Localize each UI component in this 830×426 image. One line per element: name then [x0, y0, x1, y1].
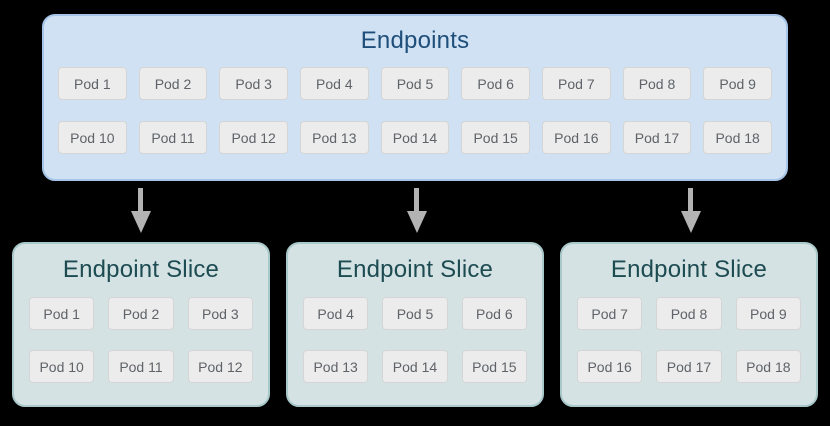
- pod-box: Pod 5: [382, 297, 448, 330]
- pod-box: Pod 14: [382, 350, 448, 383]
- pod-box: Pod 13: [299, 121, 369, 154]
- pod-box: Pod 16: [577, 350, 643, 383]
- endpoints-pod-grid: Pod 1 Pod 2 Pod 3 Pod 4 Pod 5 Pod 6 Pod …: [44, 67, 786, 154]
- pod-box: Pod 2: [138, 67, 208, 100]
- pod-box: Pod 3: [219, 67, 288, 100]
- pod-box: Pod 9: [735, 297, 801, 330]
- pod-box: Pod 11: [138, 121, 208, 154]
- pod-box: Pod 17: [622, 121, 692, 154]
- down-arrow-icon: [131, 188, 151, 233]
- pod-box: Pod 13: [303, 350, 369, 383]
- pod-box: Pod 14: [380, 121, 450, 154]
- pod-box: Pod 3: [187, 297, 253, 330]
- endpoint-slice-title: Endpoint Slice: [610, 256, 768, 283]
- pod-box: Pod 6: [461, 67, 530, 100]
- down-arrow-icon: [407, 188, 427, 233]
- pod-box: Pod 12: [219, 121, 288, 154]
- pod-box: Pod 8: [622, 67, 692, 100]
- pod-box: Pod 12: [187, 350, 253, 383]
- pod-box: Pod 5: [380, 67, 450, 100]
- pod-box: Pod 10: [58, 121, 127, 154]
- pod-box: Pod 6: [461, 297, 527, 330]
- pod-box: Pod 9: [703, 67, 772, 100]
- slice-pod-grid: Pod 4 Pod 5 Pod 6 Pod 13 Pod 14 Pod 15: [288, 297, 542, 383]
- slice-pod-grid: Pod 7 Pod 8 Pod 9 Pod 16 Pod 17 Pod 18: [562, 297, 816, 383]
- pod-box: Pod 2: [108, 297, 174, 330]
- pod-box: Pod 10: [29, 350, 95, 383]
- pod-box: Pod 17: [656, 350, 722, 383]
- pod-box: Pod 18: [703, 121, 772, 154]
- pod-box: Pod 15: [461, 121, 530, 154]
- pod-box: Pod 8: [656, 297, 722, 330]
- endpoint-slice-box-1: Endpoint Slice Pod 1 Pod 2 Pod 3 Pod 10 …: [12, 242, 270, 407]
- endpoints-box: Endpoints Pod 1 Pod 2 Pod 3 Pod 4 Pod 5 …: [42, 14, 788, 181]
- pod-box: Pod 1: [29, 297, 95, 330]
- pod-box: Pod 11: [108, 350, 174, 383]
- slice-pod-grid: Pod 1 Pod 2 Pod 3 Pod 10 Pod 11 Pod 12: [14, 297, 268, 383]
- endpoints-title: Endpoints: [360, 27, 470, 54]
- pod-box: Pod 4: [299, 67, 369, 100]
- pod-box: Pod 4: [303, 297, 369, 330]
- endpoint-slice-box-3: Endpoint Slice Pod 7 Pod 8 Pod 9 Pod 16 …: [560, 242, 818, 407]
- down-arrow-icon: [681, 188, 701, 233]
- pod-box: Pod 15: [461, 350, 527, 383]
- pod-box: Pod 16: [541, 121, 611, 154]
- pod-box: Pod 1: [58, 67, 127, 100]
- endpoint-slice-title: Endpoint Slice: [336, 256, 494, 283]
- pod-box: Pod 7: [541, 67, 611, 100]
- pod-box: Pod 7: [577, 297, 643, 330]
- endpoint-slice-box-2: Endpoint Slice Pod 4 Pod 5 Pod 6 Pod 13 …: [286, 242, 544, 407]
- endpoint-slice-title: Endpoint Slice: [62, 256, 220, 283]
- pod-box: Pod 18: [735, 350, 801, 383]
